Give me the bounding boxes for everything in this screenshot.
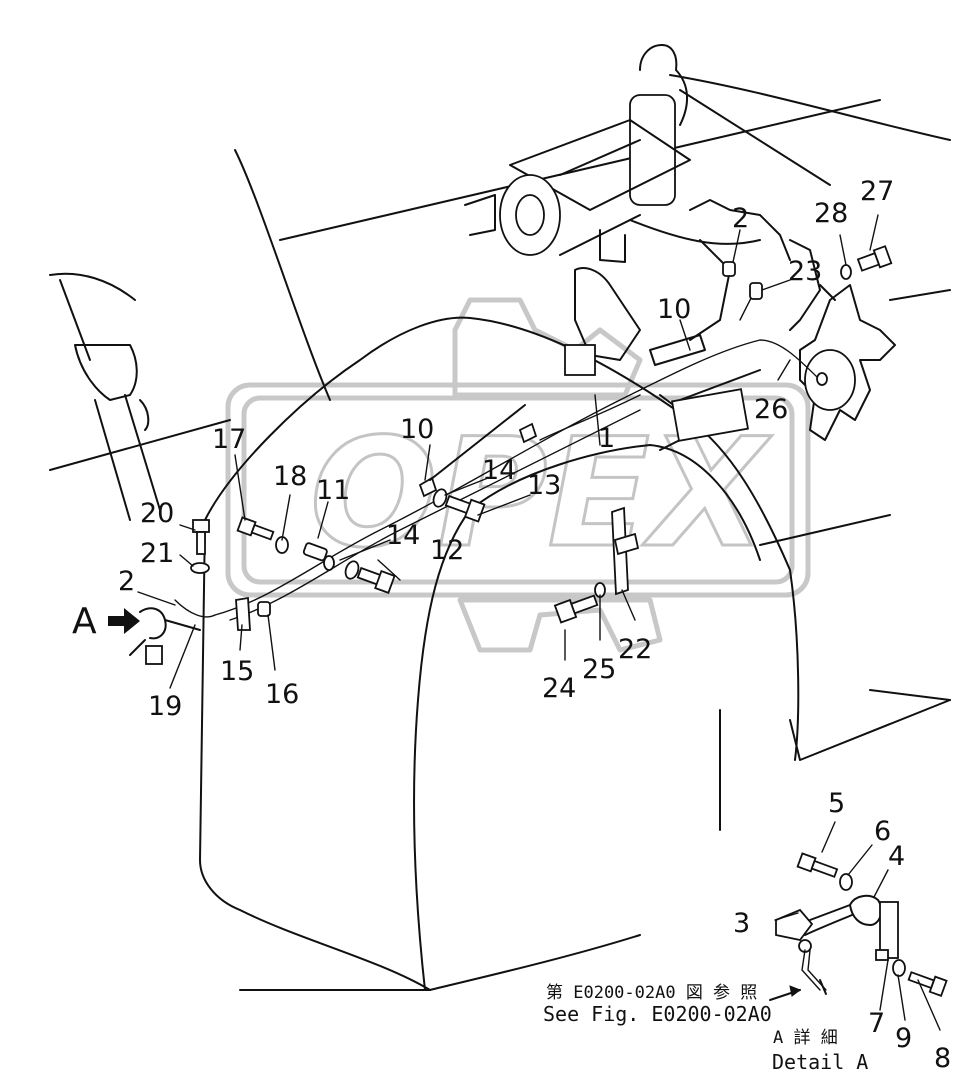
callout-17: 17 <box>212 424 247 455</box>
callout-21: 21 <box>140 538 175 569</box>
callout-28: 28 <box>814 198 849 229</box>
callout-1: 1 <box>598 423 616 454</box>
callout-27: 27 <box>860 176 895 207</box>
reference-note-en: See Fig. E0200-02A0 <box>543 1002 772 1026</box>
wire-harness <box>174 284 821 621</box>
callout-22: 22 <box>618 634 653 665</box>
detail-a-title-jp: A 詳 細 <box>773 1028 838 1048</box>
view-a-arrow-icon <box>108 608 140 634</box>
callout-24: 24 <box>542 673 577 704</box>
callout-23: 23 <box>788 256 823 287</box>
callout-20: 20 <box>140 498 175 529</box>
callout-7: 7 <box>868 1008 886 1039</box>
callout-26: 26 <box>754 394 789 425</box>
callout-25: 25 <box>582 654 617 685</box>
small-parts <box>129 245 893 665</box>
callout-16: 16 <box>265 679 300 710</box>
callout-6: 6 <box>874 816 892 847</box>
machine-body-outline <box>49 74 951 991</box>
reference-note-jp: 第 E0200-02A0 図 参 照 <box>546 983 758 1003</box>
callout-14-upper: 14 <box>482 455 517 486</box>
callout-5: 5 <box>828 788 846 819</box>
callout-10-lower: 10 <box>400 414 435 445</box>
callout-4: 4 <box>888 841 906 872</box>
callout-14-lower: 14 <box>386 520 421 551</box>
callout-19: 19 <box>148 691 183 722</box>
callout-12: 12 <box>430 535 465 566</box>
leader-lines <box>137 214 941 1031</box>
left-handle <box>49 272 161 521</box>
detail-a-title-en: Detail A <box>772 1050 869 1074</box>
callout-8: 8 <box>934 1043 952 1074</box>
callout-2-engine: 2 <box>732 203 750 234</box>
engine-assembly <box>464 44 821 451</box>
callout-13: 13 <box>527 470 562 501</box>
fan <box>799 284 896 441</box>
detail-a-parts <box>769 852 948 1001</box>
callout-11: 11 <box>316 475 351 506</box>
callout-18: 18 <box>273 461 308 492</box>
callout-2-sensor: 2 <box>118 566 136 597</box>
callout-10-upper: 10 <box>657 294 692 325</box>
callout-3: 3 <box>733 908 751 939</box>
view-a-label: A <box>72 601 97 642</box>
callout-9: 9 <box>895 1023 913 1054</box>
callout-15: 15 <box>220 656 255 687</box>
